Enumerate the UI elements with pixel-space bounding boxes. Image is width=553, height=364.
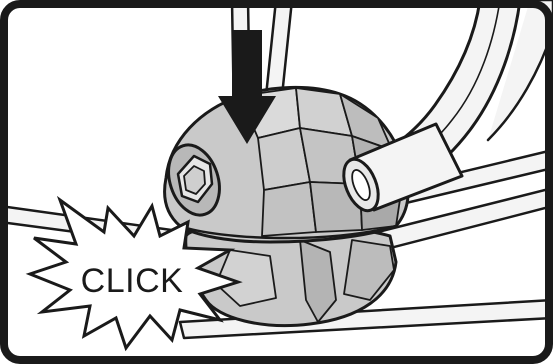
click-callout-text: CLICK — [81, 262, 184, 300]
tube-end — [342, 122, 464, 213]
hex-bolt-icon — [167, 143, 221, 217]
down-arrow-icon — [218, 30, 276, 144]
starburst-icon: CLICK — [25, 195, 243, 352]
